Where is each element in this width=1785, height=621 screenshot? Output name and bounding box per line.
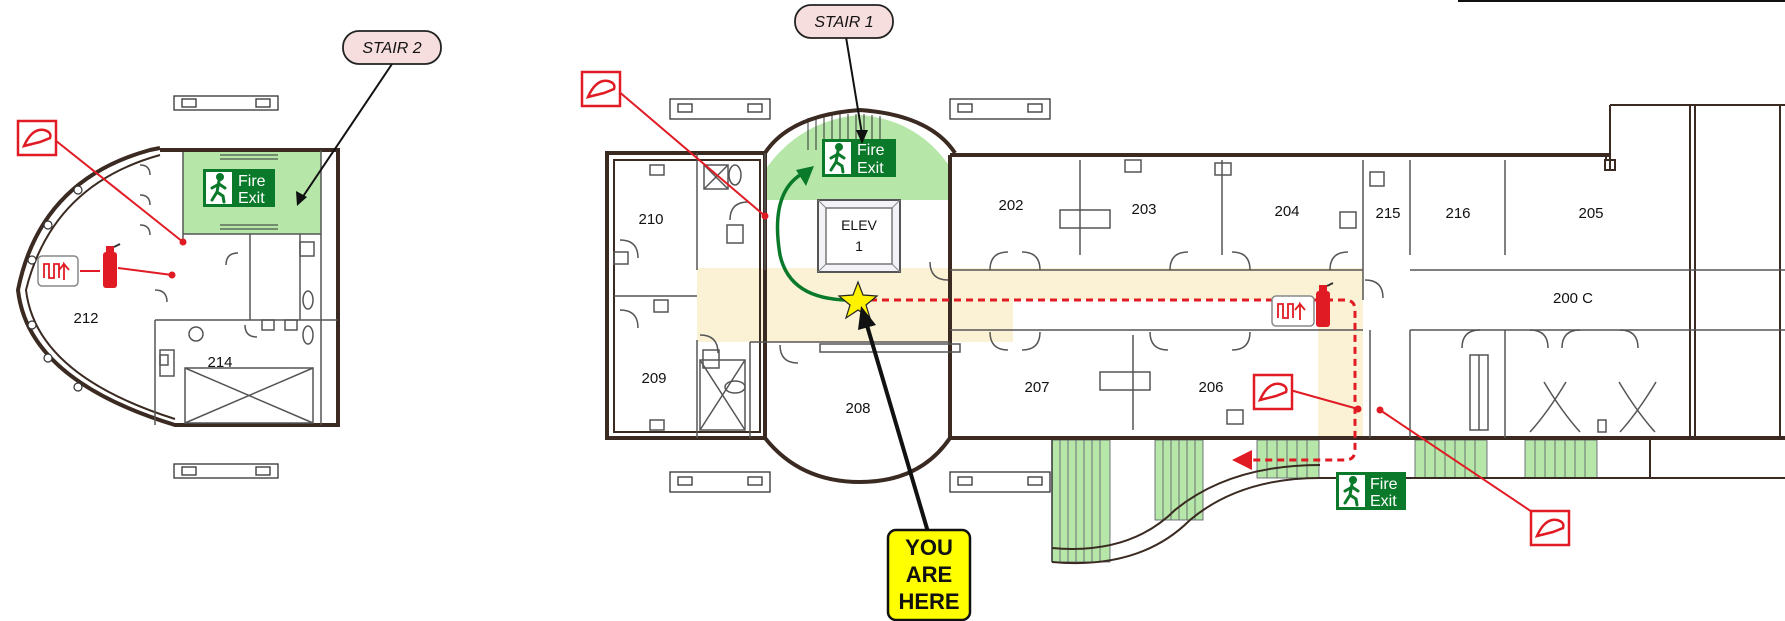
you-are-here-line1: YOU <box>905 535 953 560</box>
room-labels: 212 214 210 209 208 202 203 204 215 216 … <box>73 197 1603 417</box>
you-are-here-marker: YOU ARE HERE <box>858 306 972 621</box>
fire-exit-sign-stair1: Fire Exit <box>822 139 896 177</box>
frame-corner <box>1458 0 1785 2</box>
fire-alarm-left <box>16 119 187 246</box>
room-214: 214 <box>207 354 232 371</box>
main-outer-walls <box>605 107 1785 485</box>
room-212: 212 <box>73 310 98 327</box>
room-209: 209 <box>641 370 666 387</box>
fire-exit-sign-south: Fire Exit <box>1336 472 1406 510</box>
main-wall-details <box>613 104 1785 479</box>
room-210: 210 <box>638 211 663 228</box>
room-205: 205 <box>1578 205 1603 222</box>
room-216: 216 <box>1445 205 1470 222</box>
fire-exit-text-line2: Exit <box>238 190 265 207</box>
left-wing-outer-wall <box>15 146 340 427</box>
room-204: 204 <box>1274 203 1299 220</box>
room-207: 207 <box>1024 379 1049 396</box>
main-windows <box>669 98 1051 493</box>
stair2-callout: STAIR 2 <box>296 30 442 206</box>
you-are-here-line3: HERE <box>898 589 959 614</box>
fire-exit-text-line2: Exit <box>1370 493 1397 510</box>
fire-extinguisher-icon <box>1316 282 1334 327</box>
fire-exit-text-line2: Exit <box>857 160 884 177</box>
main-interior-walls <box>613 153 1785 438</box>
elevator-label-line1: ELEV <box>841 217 877 233</box>
route-arrow-green <box>796 166 814 186</box>
fire-exit-text-line1: Fire <box>1370 476 1398 493</box>
fire-exit-text-line1: Fire <box>857 142 885 159</box>
main-building: ELEV 1 <box>605 98 1785 565</box>
left-wing-inner-curve <box>24 154 176 420</box>
room-202: 202 <box>998 197 1023 214</box>
exterior-ramp-inner <box>1051 464 1321 550</box>
fire-alarm-south <box>1376 406 1571 547</box>
fire-equipment-corridor <box>1271 282 1334 327</box>
room-200c: 200 C <box>1553 290 1593 307</box>
room-206: 206 <box>1198 379 1223 396</box>
stair2-label: STAIR 2 <box>362 40 421 57</box>
room-203: 203 <box>1131 201 1156 218</box>
fire-extinguisher-icon <box>103 243 121 288</box>
left-wing-interior <box>139 150 338 425</box>
room-215: 215 <box>1375 205 1400 222</box>
room-208: 208 <box>845 400 870 417</box>
you-are-here-star-icon <box>837 280 879 320</box>
fire-equipment-left <box>37 243 176 288</box>
stair1-callout: STAIR 1 <box>794 4 894 144</box>
fire-alarm-corridor <box>1252 373 1362 413</box>
exterior-stair-treads <box>1059 440 1586 562</box>
stair1-label: STAIR 1 <box>814 14 873 31</box>
fire-alarm-icon <box>1529 509 1571 547</box>
stair2-treads <box>220 154 278 230</box>
you-are-here-line2: ARE <box>906 562 952 587</box>
exterior-ramp <box>1051 477 1785 565</box>
window-dots <box>27 185 83 392</box>
fire-alarm-stair1 <box>580 70 769 220</box>
fire-exit-text-line1: Fire <box>238 173 266 190</box>
evacuation-route-green <box>775 173 851 302</box>
stair2-windows <box>173 95 279 479</box>
main-corridor <box>697 268 1363 440</box>
left-wing <box>15 95 340 479</box>
fire-exit-sign-stair2: Fire Exit <box>203 169 275 207</box>
elevator-label-line2: 1 <box>855 238 863 254</box>
elevator-1: ELEV 1 <box>817 199 901 273</box>
route-arrow-red <box>1232 450 1252 470</box>
